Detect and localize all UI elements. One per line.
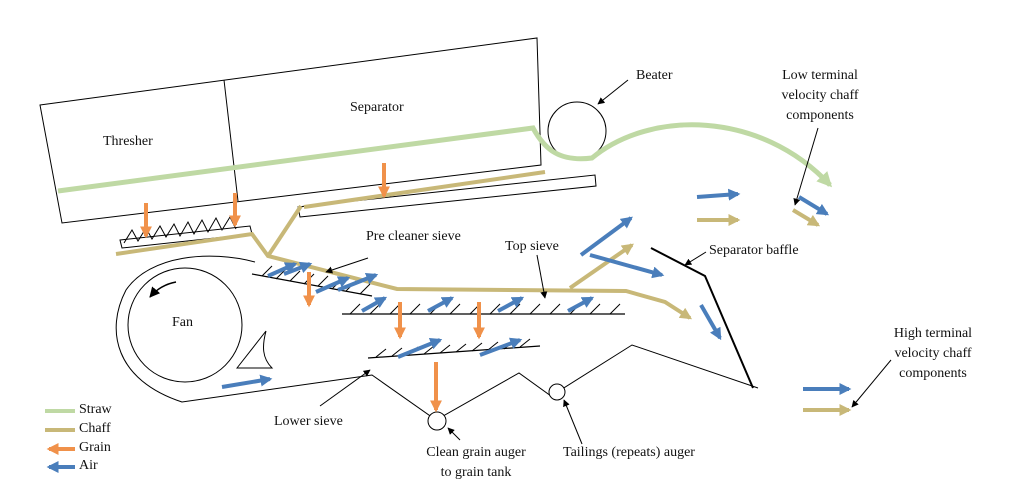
top-sieve-label: Top sieve [505, 239, 559, 254]
legend-label-straw: Straw [79, 402, 112, 417]
fan-rotation-arrow [149, 281, 177, 298]
clean-grain-auger-line-1: Clean grain auger [426, 445, 526, 460]
fan-label: Fan [172, 315, 193, 330]
chaff-branch-top [568, 243, 634, 290]
high-chaff-label: High terminal velocity chaff components [883, 324, 983, 384]
fan-housing [115, 255, 759, 421]
separator-chaff-line [303, 170, 546, 209]
tailings-auger [548, 383, 566, 401]
pre-cleaner-sieve-label: Pre cleaner sieve [366, 229, 461, 244]
clean-grain-auger [427, 411, 447, 431]
clean-grain-auger-label: Clean grain auger to grain tank [406, 443, 546, 483]
legend-label-air: Air [79, 458, 98, 473]
legend-icons [45, 409, 75, 473]
thresher-separator-divider [223, 79, 239, 202]
chaff-main-path [115, 231, 693, 320]
pre-cleaner-sieve [251, 273, 373, 297]
low-chaff-line-1: Low terminal [782, 68, 858, 83]
low-chaff-line-2: velocity chaff [781, 88, 859, 103]
fan-deflector [235, 330, 274, 369]
straw-flow-line [57, 122, 833, 194]
thresher-separator-housing [39, 37, 542, 224]
high-chaff-line-1: High terminal [893, 326, 973, 341]
tailings-auger-label: Tailings (repeats) auger [563, 445, 695, 460]
high-chaff-line-3: components [899, 366, 967, 381]
air-arrows [221, 188, 852, 395]
lower-sieve [367, 345, 541, 359]
clean-grain-auger-line-2: to grain tank [440, 465, 512, 480]
legend-label-chaff: Chaff [79, 421, 111, 436]
thresher-label: Thresher [103, 134, 153, 149]
lower-sieve-label: Lower sieve [274, 414, 343, 429]
leader-lines [319, 79, 892, 445]
chaff-arrows [697, 208, 852, 416]
legend-label-grain: Grain [79, 440, 111, 455]
separator-grain-pan [297, 174, 597, 218]
low-chaff-label: Low terminal velocity chaff components [768, 66, 872, 126]
beater-label: Beater [636, 68, 673, 83]
separator-baffle-label: Separator baffle [709, 243, 799, 258]
fan-rotor [127, 267, 243, 383]
low-chaff-line-3: components [786, 108, 854, 123]
separator-baffle [650, 247, 754, 389]
chaff-link-separator [266, 204, 303, 258]
separator-label: Separator [350, 100, 404, 115]
grain-arrows [140, 163, 485, 413]
high-chaff-line-2: velocity chaff [894, 346, 972, 361]
